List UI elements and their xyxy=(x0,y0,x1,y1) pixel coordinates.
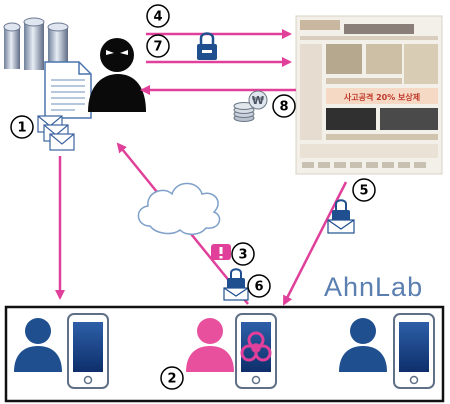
step-badge-2: 2 xyxy=(160,366,184,390)
step-number-7: 7 xyxy=(153,40,162,55)
victim-user-icon xyxy=(186,318,234,372)
svg-text:₩: ₩ xyxy=(252,94,264,107)
step-badge-6: 6 xyxy=(247,274,271,298)
step-badge-4: 4 xyxy=(146,4,170,28)
step-number-3: 3 xyxy=(238,248,247,263)
step-number-4: 4 xyxy=(153,10,162,25)
server-icon xyxy=(3,17,69,70)
step-number-6: 6 xyxy=(254,280,263,295)
coins-icon: ₩ xyxy=(233,90,268,122)
lock-icon xyxy=(197,32,217,60)
website-screenshot: 사고공격 20% 보상제 xyxy=(295,15,443,175)
step-number-5: 5 xyxy=(359,184,368,199)
phone-icon xyxy=(67,313,109,389)
lock-envelope-icon-5 xyxy=(327,199,355,234)
step-badge-7: 7 xyxy=(146,34,170,58)
phone-icon xyxy=(393,313,435,389)
step-badge-8: 8 xyxy=(272,94,296,118)
step-badge-1: 1 xyxy=(10,115,34,139)
step-number-1: 1 xyxy=(17,121,26,136)
user-icon xyxy=(339,318,387,372)
lock-envelope-icon-6 xyxy=(223,268,249,301)
biohazard-icon xyxy=(240,331,272,362)
infected-phone-icon xyxy=(235,313,277,389)
step-number-2: 2 xyxy=(167,372,176,387)
cloud-icon xyxy=(137,182,221,235)
step-badges: 4 7 8 1 5 3 6 2 xyxy=(10,4,376,390)
website-banner: 사고공격 20% 보상제 xyxy=(344,92,420,102)
alert-icon xyxy=(211,244,231,260)
attacker-icon xyxy=(88,38,146,112)
step-badge-3: 3 xyxy=(231,242,255,266)
brand-logo: AhnLab xyxy=(324,272,423,302)
step-badge-5: 5 xyxy=(352,178,376,202)
user-icon xyxy=(14,318,62,372)
users-frame xyxy=(4,305,445,403)
step-number-8: 8 xyxy=(279,100,288,115)
envelope-icon xyxy=(37,115,75,151)
document-icon xyxy=(44,61,92,119)
